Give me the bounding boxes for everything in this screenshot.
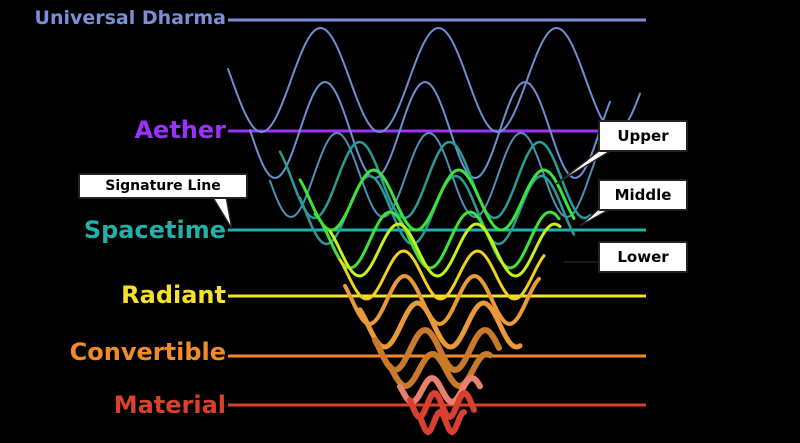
middle-wave-2 bbox=[313, 210, 561, 270]
upper-wave-1 bbox=[227, 26, 641, 134]
signature-line-callout: Signature Line bbox=[78, 173, 248, 199]
red-wave-2 bbox=[417, 408, 467, 436]
upper-callout: Upper bbox=[598, 120, 688, 152]
orange-wave-1 bbox=[343, 273, 541, 327]
middle-wave-1 bbox=[298, 168, 576, 232]
label-spacetime: Spacetime bbox=[83, 216, 226, 244]
teal-wave-1 bbox=[278, 140, 592, 220]
radiant-wave-1 bbox=[338, 249, 546, 301]
label-universal-dharma: Universal Dharma bbox=[34, 7, 226, 29]
label-material: Material bbox=[113, 391, 226, 419]
upper-wave-2 bbox=[249, 81, 611, 179]
deep-orange-wave-1 bbox=[372, 326, 502, 374]
middle-callout: Middle bbox=[598, 179, 688, 211]
orange-wave-2 bbox=[357, 300, 523, 350]
lower-wave-1 bbox=[328, 222, 562, 278]
deep-orange-wave-2 bbox=[387, 350, 493, 390]
label-aether: Aether bbox=[134, 116, 226, 144]
label-convertible: Convertible bbox=[69, 338, 226, 366]
wave-group bbox=[227, 26, 641, 436]
label-radiant: Radiant bbox=[121, 281, 226, 309]
lower-callout: Lower bbox=[598, 241, 688, 273]
